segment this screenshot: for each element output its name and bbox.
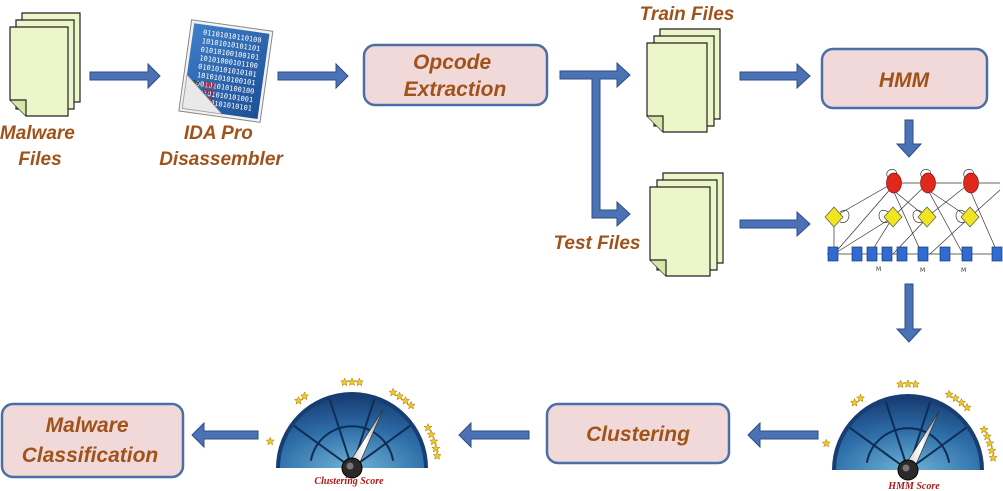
gauge-face: [836, 398, 980, 470]
gauge-divider: [351, 424, 411, 469]
gauge-hub-highlight: [902, 464, 910, 472]
arrow-graph-to-hmm-score: [895, 283, 923, 343]
rating-star-icon: [982, 431, 992, 441]
rating-star-icon: [347, 377, 357, 386]
arrow-files-to-ida: [89, 62, 161, 90]
arrow-hmm-score-to-clustering: [747, 421, 819, 449]
arrow-train-to-hmm: [739, 62, 811, 90]
arrow-clustering-to-score: [458, 421, 530, 449]
rating-star-icon: [400, 395, 411, 405]
rating-star-icon: [388, 387, 398, 397]
hmm-score-gauge: [821, 379, 998, 481]
rating-star-icon: [987, 445, 997, 455]
rating-star-icon: [956, 397, 967, 407]
gauge-divider: [293, 424, 353, 469]
test-files-icon: [649, 172, 724, 277]
rating-star-icon: [265, 436, 275, 446]
clustering-score-label: Clustering Score: [314, 476, 384, 487]
clustering-score-gauge: [265, 377, 442, 479]
arrow-hmm-to-graph: [895, 119, 923, 158]
arrow-test-to-graph: [739, 210, 811, 238]
rating-star-icon: [394, 391, 405, 401]
rating-star-icon: [910, 379, 921, 389]
gauge-divider: [849, 426, 909, 471]
opcode-register: EBX: [202, 88, 215, 98]
gauge-divider: [328, 399, 353, 469]
state-label-m3: M: [961, 267, 966, 274]
arrow-score-to-classification: [191, 421, 259, 449]
gauge-divider: [907, 426, 967, 471]
state-label-m2: M: [920, 267, 925, 274]
arrow-opcode-split: [559, 61, 631, 228]
rating-star-icon: [855, 393, 866, 403]
rating-star-icon: [985, 438, 995, 448]
ida-pro-icon: 0110101011010010101010101101010101001001…: [178, 19, 274, 123]
rating-star-icon: [895, 379, 906, 389]
rating-star-icon: [339, 377, 350, 387]
opcode-extraction-label: Opcode Extraction: [404, 51, 507, 101]
hmm-state-graph: M M M: [824, 169, 1003, 274]
gauge-inner-arc: [865, 427, 951, 463]
rating-star-icon: [849, 397, 860, 407]
rating-star-icon: [354, 377, 365, 387]
rating-star-icon: [988, 453, 998, 462]
rating-star-icon: [950, 393, 961, 403]
train-files-icon: [646, 28, 721, 133]
gauge-hub-highlight: [346, 462, 354, 470]
rating-star-icon: [429, 436, 439, 446]
rating-star-icon: [406, 400, 416, 410]
state-label-m1: M: [876, 266, 881, 273]
rating-star-icon: [903, 379, 913, 388]
rating-star-icon: [299, 391, 310, 401]
gauge-divider: [884, 401, 909, 471]
malware-files-label: Malware Files: [0, 123, 80, 170]
hmm-label: HMM: [879, 69, 930, 92]
train-files-label: Train Files: [640, 4, 735, 25]
rating-star-icon: [423, 422, 433, 432]
malware-files-icon: [9, 12, 81, 117]
rating-star-icon: [432, 451, 442, 460]
malware-classification-box: [0, 402, 185, 479]
gauge-inner-arc: [309, 425, 395, 461]
rating-star-icon: [962, 402, 972, 412]
hmm-box: [820, 47, 989, 110]
gauge-face: [280, 396, 424, 468]
rating-star-icon: [944, 389, 954, 399]
rating-star-icon: [431, 443, 441, 453]
rating-star-icon: [293, 395, 304, 405]
arrow-ida-to-opcode: [277, 62, 349, 90]
rating-star-icon: [979, 424, 989, 434]
rating-star-icon: [426, 429, 436, 439]
test-files-label: Test Files: [554, 233, 641, 254]
ida-pro-label: IDA Pro Disassembler: [159, 123, 284, 170]
hmm-score-label: HMM Score: [887, 481, 940, 491]
malware-classification-label: Malware Classification: [22, 414, 159, 467]
clustering-label: Clustering: [586, 423, 690, 446]
opcode-register: EAX: [203, 80, 216, 90]
clustering-box: [545, 402, 731, 465]
opcode-extraction-box: [362, 43, 549, 107]
rating-star-icon: [821, 438, 831, 448]
